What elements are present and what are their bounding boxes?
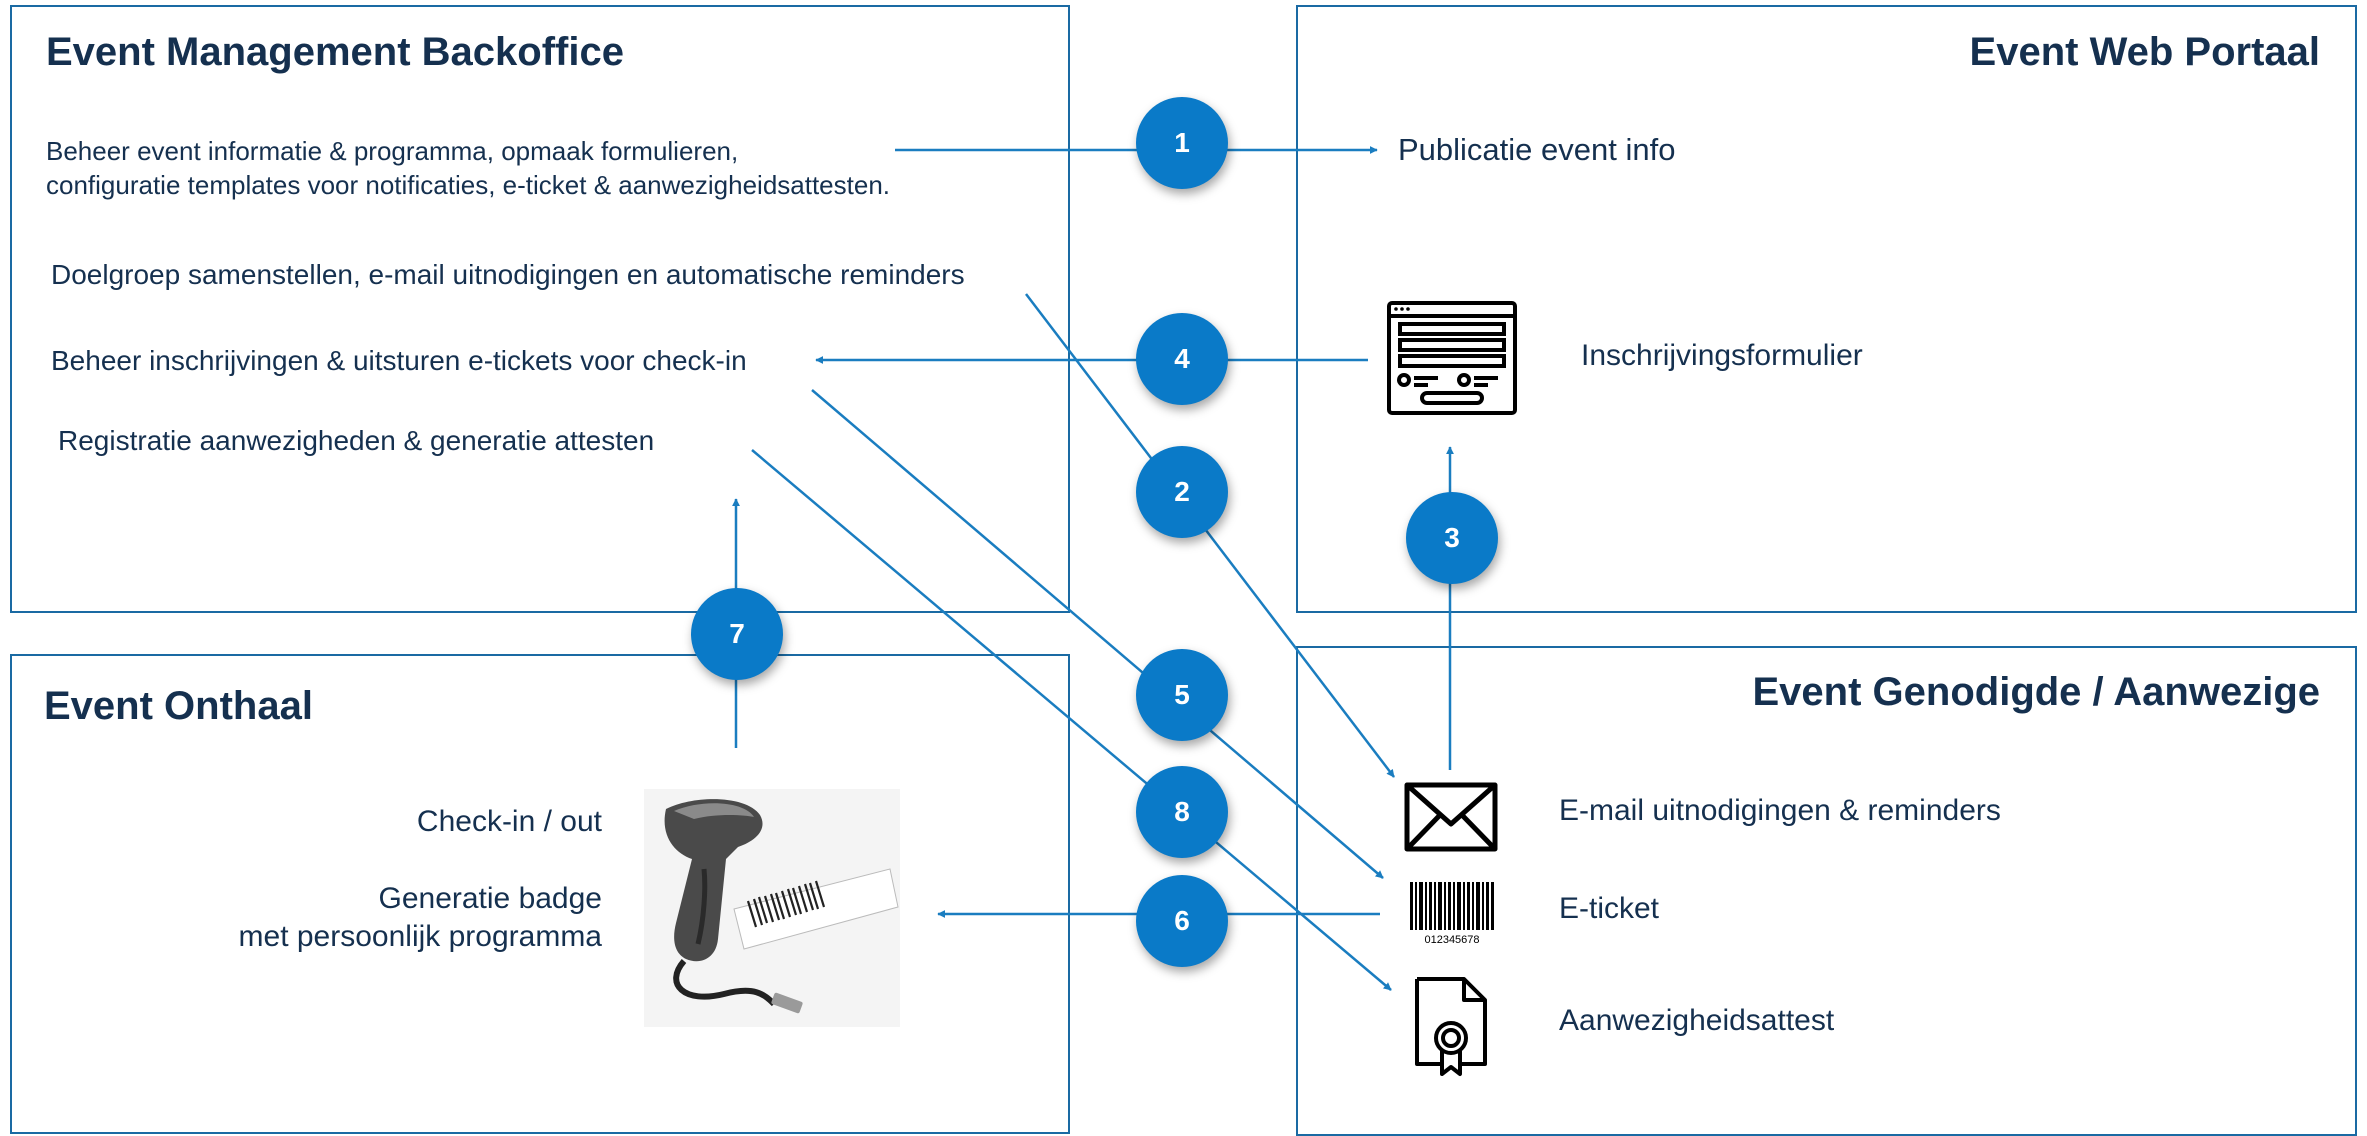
certificate-icon [1415, 977, 1487, 1076]
barcode-icon: 012345678 [1410, 882, 1494, 946]
ticket-text: E-ticket [1559, 892, 1660, 925]
form-text: Inschrijvingsformulier [1581, 339, 1863, 372]
step-1-badge: 1 [1136, 97, 1228, 189]
step-5-badge: 5 [1136, 649, 1228, 741]
registration-form-icon [1387, 301, 1517, 415]
backoffice-title: Event Management Backoffice [46, 30, 624, 74]
badge-text-line1: Generatie badge [378, 882, 602, 915]
envelope-icon [1404, 782, 1498, 852]
backoffice-panel [10, 5, 1070, 613]
arrow-certificate [751, 449, 1392, 991]
step-6-badge: 6 [1136, 875, 1228, 967]
web-portal-title: Event Web Portaal [1969, 30, 2320, 74]
publication-text: Publicatie event info [1398, 132, 1676, 167]
step-7-badge: 7 [691, 588, 783, 680]
audience-text: Doelgroep samenstellen, e-mail uitnodigi… [51, 259, 965, 290]
step-4-badge: 4 [1136, 313, 1228, 405]
email-text: E-mail uitnodigingen & reminders [1559, 794, 2001, 827]
step-2-badge: 2 [1136, 446, 1228, 538]
certificate-text: Aanwezigheidsattest [1559, 1004, 1835, 1037]
step-3-badge: 3 [1406, 492, 1498, 584]
backoffice-description-line1: Beheer event informatie & programma, opm… [46, 136, 739, 166]
web-portal-panel [1296, 5, 2357, 613]
checkin-text: Check-in / out [416, 805, 602, 838]
arrow-invitation [1025, 293, 1395, 778]
arrow-ticket [811, 389, 1384, 879]
reception-title: Event Onthaal [44, 684, 313, 728]
barcode-scanner-image [644, 789, 900, 1027]
badge-text-line2: met persoonlijk programma [238, 920, 602, 953]
barcode-number: 012345678 [1424, 934, 1479, 946]
backoffice-description-line2: configuratie templates voor notificaties… [46, 170, 891, 200]
registrations-text: Beheer inschrijvingen & uitsturen e-tick… [51, 345, 747, 376]
step-8-badge: 8 [1136, 766, 1228, 858]
guest-title: Event Genodigde / Aanwezige [1752, 670, 2321, 714]
attendance-text: Registratie aanwezigheden & generatie at… [58, 425, 655, 456]
